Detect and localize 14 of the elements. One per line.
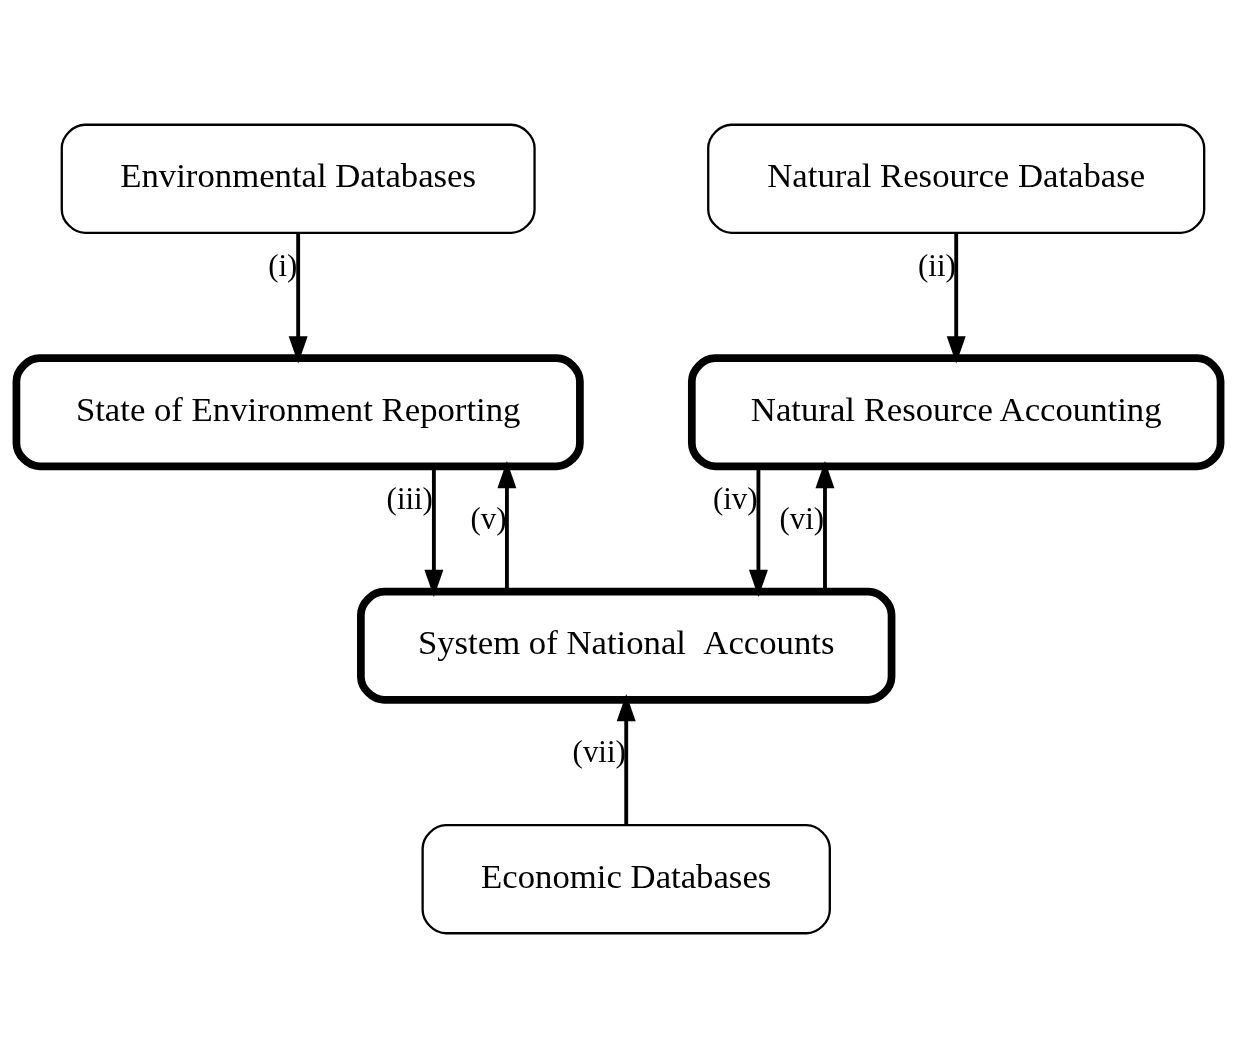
edge-label: (iii) [386,480,433,516]
node-box: Environmental Databases [60,123,536,234]
edge-label: (v) [470,500,507,536]
edge-label: (vi) [779,500,825,536]
node-box: Natural Resource Database [707,123,1206,234]
node-box: Economic Databases [421,823,831,934]
arrow [616,693,636,825]
node-box: State of Environment Reporting [12,353,584,470]
node-box: System of National Accounts [357,587,896,704]
arrow [288,232,308,363]
edge-label: (i) [268,247,298,283]
node-box: Natural Resource Accounting [687,353,1225,470]
arrow [946,232,966,363]
edge-label: (iv) [712,480,758,516]
